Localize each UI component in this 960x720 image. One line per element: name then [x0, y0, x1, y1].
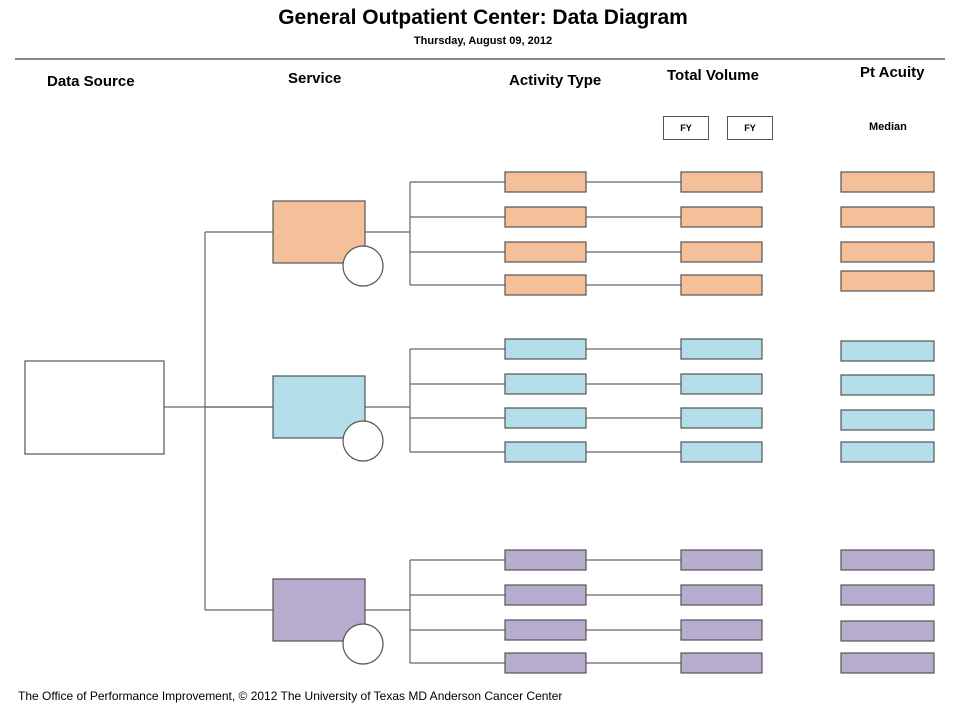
diagram-title: General Outpatient Center: Data Diagram [278, 6, 688, 29]
volume-box-3-4 [680, 652, 763, 674]
acuity-box-2-3 [840, 409, 935, 431]
service-circle-3 [342, 623, 384, 665]
acuity-box-3-4 [840, 652, 935, 674]
footer-credit: The Office of Performance Improvement, ©… [18, 689, 563, 703]
acuity-box-3-1 [840, 549, 935, 571]
header-total-volume: Total Volume [667, 67, 759, 84]
activity-box-2-2 [504, 373, 587, 395]
volume-box-3-3 [680, 619, 763, 641]
activity-box-3-1 [504, 549, 587, 571]
acuity-box-3-2 [840, 584, 935, 606]
header-data-source: Data Source [47, 73, 135, 90]
connector-lines [164, 181, 681, 664]
diagram-boxes [24, 171, 935, 674]
acuity-box-2-4 [840, 441, 935, 463]
activity-box-3-2 [504, 584, 587, 606]
volume-box-2-2 [680, 373, 763, 395]
acuity-box-1-4 [840, 270, 935, 292]
diagram-date: Thursday, August 09, 2012 [413, 35, 553, 47]
header-pt-acuity: Pt Acuity [860, 64, 925, 81]
data-source-box [24, 360, 165, 455]
activity-box-1-2 [504, 206, 587, 228]
volume-box-3-1 [680, 549, 763, 571]
volume-box-1-1 [680, 171, 763, 193]
volume-box-1-3 [680, 241, 763, 263]
activity-box-3-4 [504, 652, 587, 674]
volume-box-3-2 [680, 584, 763, 606]
acuity-box-2-2 [840, 374, 935, 396]
volume-box-1-4 [680, 274, 763, 296]
fy-box-1: FY [663, 116, 709, 140]
volume-box-2-4 [680, 441, 763, 463]
header-service: Service [288, 70, 342, 87]
service-circle-1 [342, 245, 384, 287]
activity-box-2-4 [504, 441, 587, 463]
volume-box-2-3 [680, 407, 763, 429]
volume-box-1-2 [680, 206, 763, 228]
median-label: Median [869, 121, 907, 133]
acuity-box-1-1 [840, 171, 935, 193]
activity-box-1-3 [504, 241, 587, 263]
activity-box-2-1 [504, 338, 587, 360]
activity-box-2-3 [504, 407, 587, 429]
activity-box-3-3 [504, 619, 587, 641]
volume-box-2-1 [680, 338, 763, 360]
acuity-box-1-2 [840, 206, 935, 228]
acuity-box-3-3 [840, 620, 935, 642]
fy-box-2: FY [727, 116, 773, 140]
activity-box-1-1 [504, 171, 587, 193]
acuity-box-1-3 [840, 241, 935, 263]
service-circle-2 [342, 420, 384, 462]
header-activity-type: Activity Type [509, 72, 602, 89]
acuity-box-2-1 [840, 340, 935, 362]
activity-box-1-4 [504, 274, 587, 296]
